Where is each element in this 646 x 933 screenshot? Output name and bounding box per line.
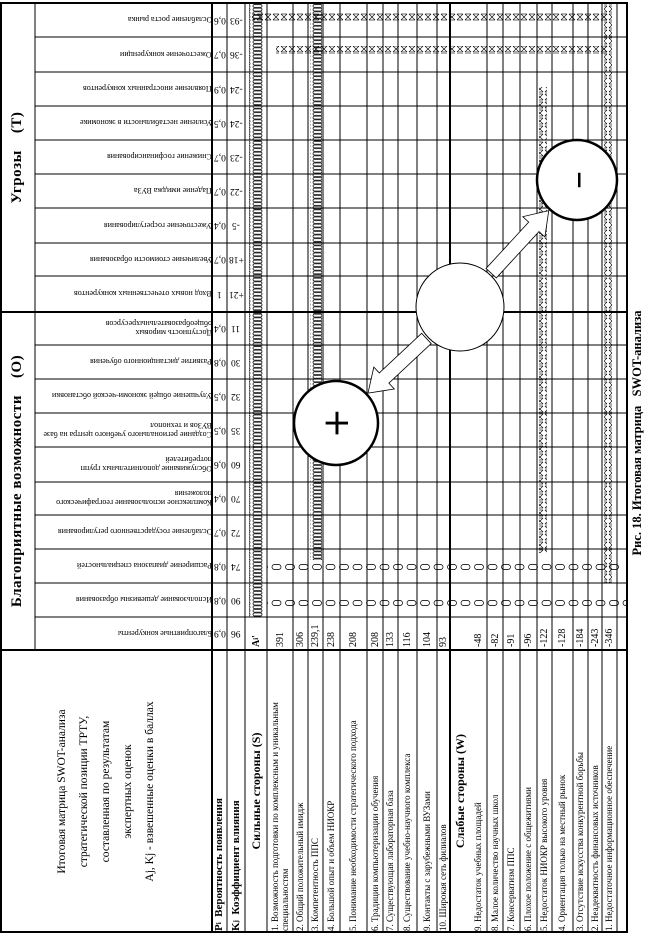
grid-lines (0, 2, 628, 933)
zero-band (310, 3, 322, 560)
cross-band (276, 46, 608, 54)
plus-icon: + (316, 408, 357, 438)
cross-band (252, 13, 608, 21)
position-circle (415, 262, 505, 352)
zero-band (249, 3, 263, 617)
arrow-to-plus (367, 332, 432, 394)
arrow-to-minus (485, 210, 550, 279)
minus-icon: – (557, 171, 598, 189)
figure-caption: Рис. 18. Итоговая матрица SWOT-анализа (630, 310, 644, 556)
plus-circle (292, 379, 380, 467)
minus-circle (535, 138, 619, 222)
table-frame (0, 2, 628, 933)
zero-column (267, 560, 620, 572)
cross-band (604, 3, 612, 583)
